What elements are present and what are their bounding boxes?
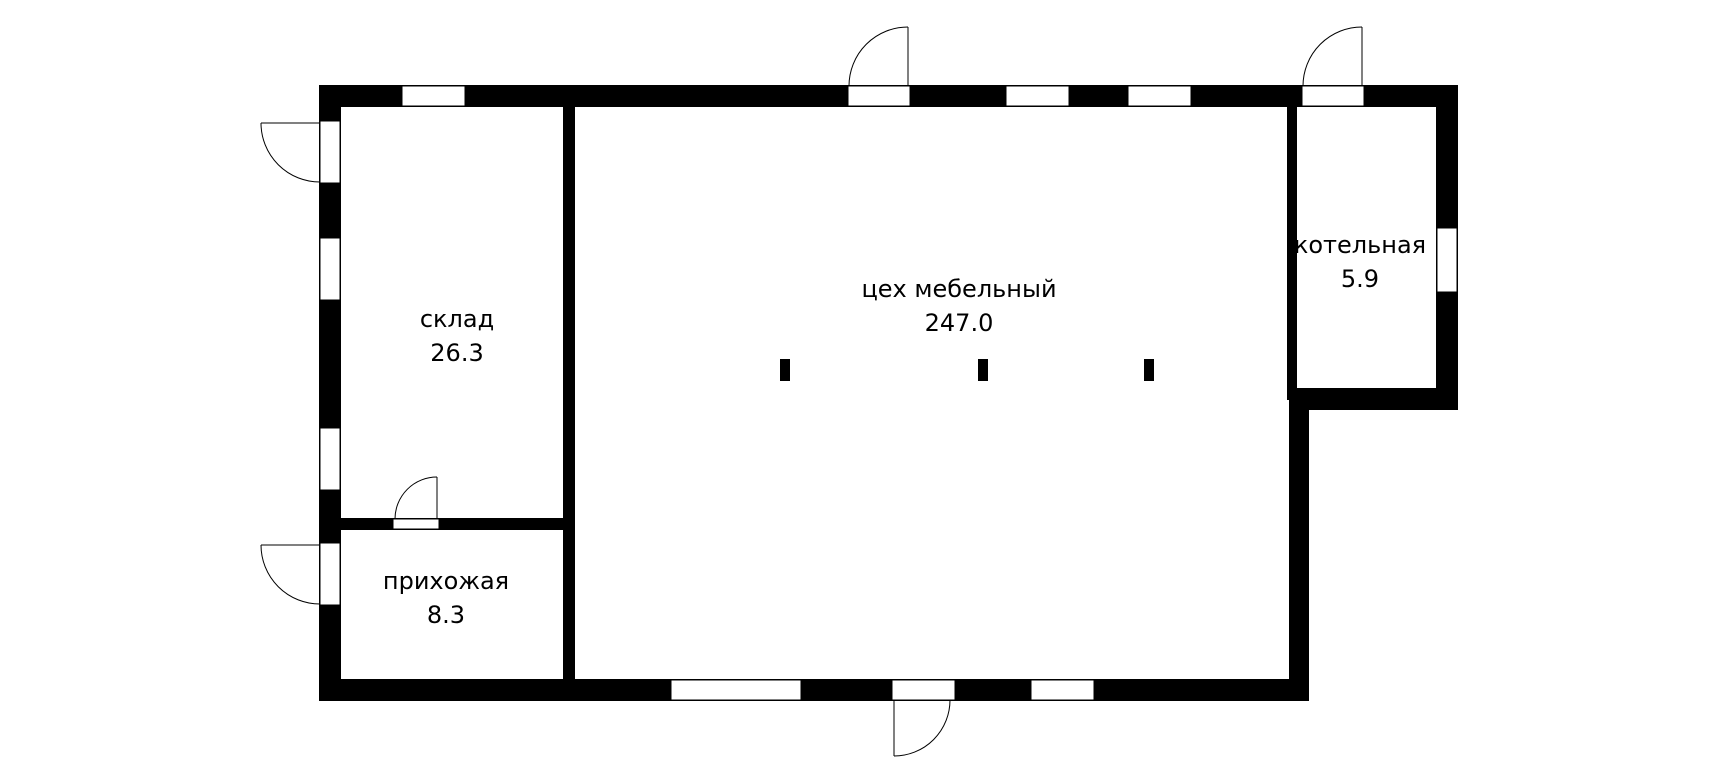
- wall-right-main: [1289, 390, 1309, 701]
- room-name-kotelnaya: котельная: [1294, 231, 1426, 259]
- partition-boiler: [1287, 105, 1297, 400]
- window: [1127, 85, 1192, 107]
- window: [670, 679, 802, 701]
- window: [319, 427, 341, 491]
- room-area-sklad: 26.3: [430, 339, 483, 367]
- window: [1030, 679, 1095, 701]
- door: [891, 679, 956, 757]
- columns: [780, 359, 1154, 381]
- room-name-prihozhaya: прихожая: [383, 567, 509, 595]
- window: [1436, 227, 1458, 293]
- room-name-tseh: цех мебельный: [861, 275, 1056, 303]
- windows: [319, 85, 1458, 701]
- window: [401, 85, 466, 107]
- room-area-tseh: 247.0: [925, 309, 994, 337]
- window: [1005, 85, 1070, 107]
- column: [780, 359, 790, 381]
- door: [847, 26, 911, 107]
- door: [260, 542, 341, 606]
- partition-horizontal: [339, 518, 565, 530]
- partition-vertical: [563, 105, 575, 681]
- room-labels: склад 26.3 цех мебельный 247.0 котельная…: [383, 231, 1426, 629]
- door: [1301, 26, 1365, 107]
- wall-bottom: [319, 679, 1309, 701]
- room-area-kotelnaya: 5.9: [1341, 265, 1379, 293]
- doors: [260, 26, 1365, 757]
- door: [260, 120, 341, 184]
- room-name-sklad: склад: [420, 305, 494, 333]
- window: [319, 237, 341, 301]
- door: [392, 476, 440, 530]
- wall-bottom-boiler: [1289, 388, 1458, 410]
- room-area-prihozhaya: 8.3: [427, 601, 465, 629]
- column: [1144, 359, 1154, 381]
- column: [978, 359, 988, 381]
